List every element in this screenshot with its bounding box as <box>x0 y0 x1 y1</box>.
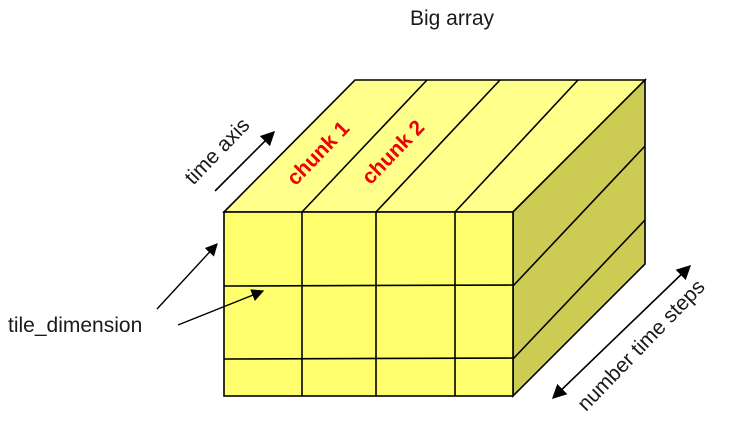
front-grid-lines <box>223 212 514 396</box>
top-chunk-dividers <box>301 79 579 213</box>
tile-dimension-arrow-upper <box>156 243 218 310</box>
diagram-title: Big array <box>410 7 495 30</box>
tile-dimension-label: tile_dimension <box>8 314 142 337</box>
time-axis-label: time axis <box>180 114 254 190</box>
cube-front-face <box>223 211 514 397</box>
time-steps-arrow <box>551 265 692 399</box>
time-axis-arrow <box>214 130 276 192</box>
tile-dimension-arrow-lower <box>177 289 265 326</box>
